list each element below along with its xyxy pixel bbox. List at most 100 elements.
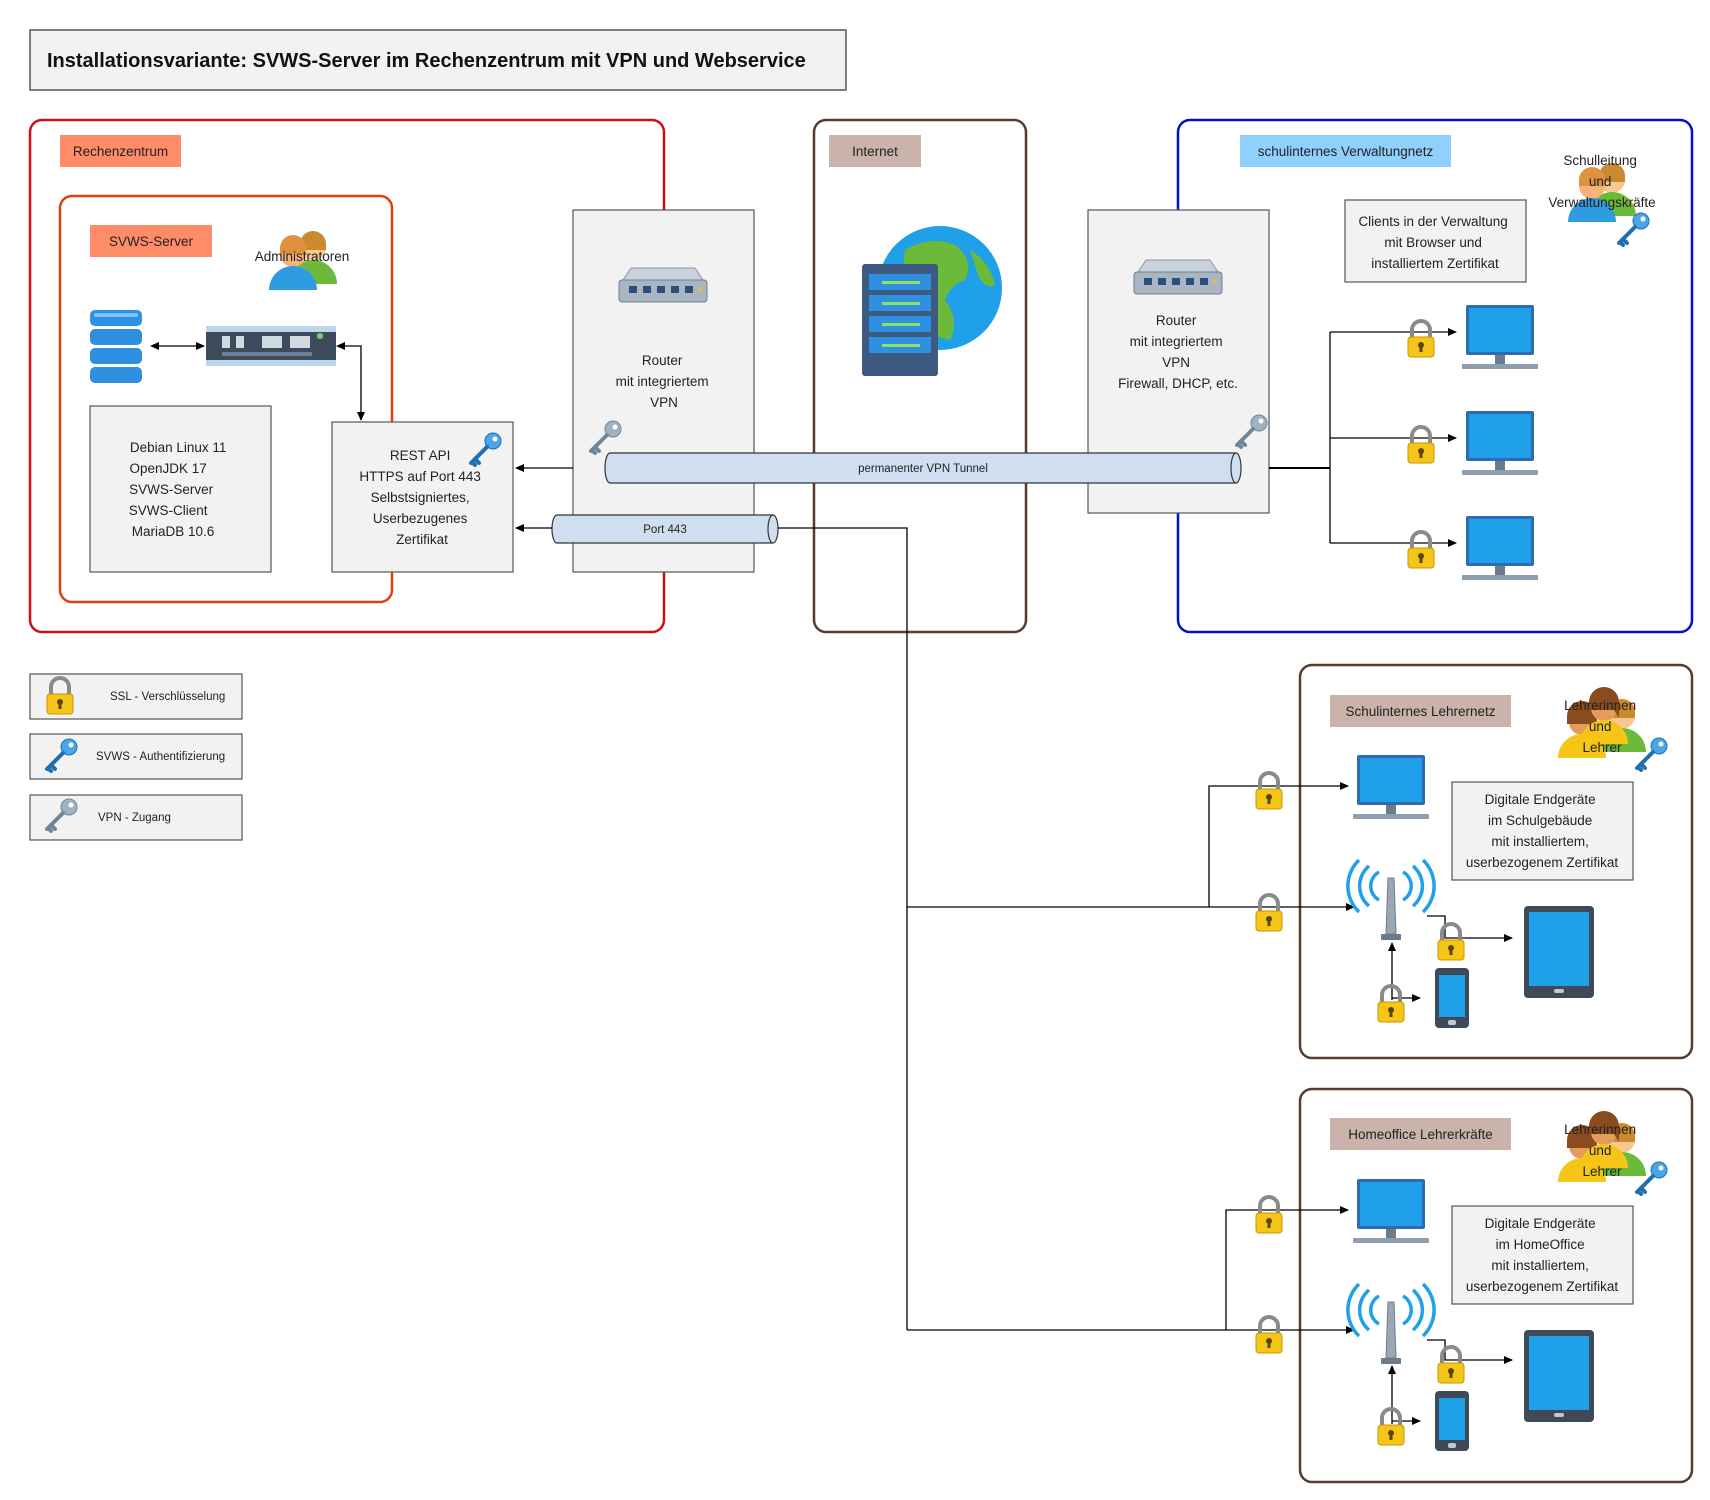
monitor-icon [1462, 411, 1538, 475]
legend-svws-label: SVWS - Authentifizierung [96, 751, 225, 763]
tablet-icon [1524, 906, 1594, 998]
monitor-icon [1462, 305, 1538, 369]
zone-label-internet: Internet [852, 144, 898, 159]
devices-school-line: im Schulgebäude [1488, 813, 1592, 828]
devices-home-box: Digitale Endgeräte im HomeOffice mit ins… [1451, 1205, 1634, 1305]
svg-text:REST API HTTPS auf Port: REST API HTTPS auf Port 443 Selbstsignie… [359, 448, 484, 547]
devices-school-line: Digitale Endgeräte [1485, 792, 1596, 807]
legend-vpn-label: VPN - Zugang [98, 812, 171, 824]
zone-internet: Internet [812, 118, 1028, 634]
clients-line: Clients in der Verwaltung [1358, 214, 1507, 229]
ssl-lock-icon [1254, 771, 1284, 811]
software-line: OpenJDK 17 [129, 461, 206, 476]
zone-label-verwaltungsnetz: schulinternes Verwaltungnetz [1258, 144, 1434, 159]
port-443-label: Port 443 [643, 524, 686, 536]
ssl-lock-icon [1254, 893, 1284, 933]
diagram-title: Installationsvariante: SVWS-Server im Re… [47, 50, 806, 72]
software-line: Debian Linux 11 [130, 440, 227, 455]
svg-text:Router mit integriertem: Router mit integriertem VPN [616, 353, 713, 410]
devices-home-line: im HomeOffice [1496, 1237, 1585, 1252]
restapi-line: HTTPS auf Port 443 [359, 469, 481, 484]
clients-verwaltung-box: Clients in der Verwaltung mit Browser un… [1344, 199, 1527, 283]
router-school-line: Router [1156, 313, 1197, 328]
monitor-icon [1353, 1179, 1429, 1243]
clients-line: mit Browser und [1384, 235, 1482, 250]
router-school-line: VPN [1162, 355, 1190, 370]
tablet-icon [1524, 1330, 1594, 1422]
zone-svws-server: SVWS-Server [58, 194, 394, 604]
devices-school-line: mit installiertem, [1491, 834, 1589, 849]
router-rz-line: Router [642, 353, 683, 368]
svws-auth-key-icon [1617, 211, 1651, 247]
router-rz-box: Router mit integriertem VPN [572, 209, 755, 573]
schulleitung-icon [1568, 163, 1636, 222]
schulleitung-label: Verwaltungskräfte [1548, 195, 1655, 210]
server-icon [206, 326, 336, 366]
port-443-tunnel: Port 443 [551, 514, 779, 544]
lehrer-home-label: Lehrer [1582, 1164, 1622, 1179]
vpn-tunnel: permanenter VPN Tunnel [604, 452, 1242, 484]
software-line: SVWS-Client [129, 503, 208, 518]
legend-vpn: VPN - Zugang [29, 794, 243, 841]
ssl-lock-icon [1436, 922, 1466, 962]
router-school-line: mit integriertem [1130, 334, 1223, 349]
legend-svws: SVWS - Authentifizierung [29, 733, 243, 780]
internet-trunk-line [778, 527, 908, 1330]
zone-rechenzentrum: Rechenzentrum [28, 118, 666, 634]
software-line: MariaDB 10.6 [132, 524, 215, 539]
lehrer-label: Lehrer [1582, 740, 1622, 755]
monitor-icon [1462, 516, 1538, 580]
svg-text:Lehrerinnen und Lehrer: Lehrerinnen und Lehrer [1564, 698, 1640, 755]
ssl-lock-icon [1436, 1345, 1466, 1385]
schulleitung-label: und [1589, 174, 1612, 189]
svg-text:Debian Linux 11 OpenJDK: Debian Linux 11 OpenJDK 17 SVWS-Server S… [129, 440, 230, 539]
internet-globe-icon [862, 226, 1002, 376]
router-rz-line: VPN [650, 395, 678, 410]
devices-school-box: Digitale Endgeräte im Schulgebäude mit i… [1451, 781, 1634, 881]
vpn-tunnel-label: permanenter VPN Tunnel [858, 463, 988, 475]
zone-lehrernetz: Schulinternes Lehrernetz [1298, 663, 1694, 1060]
rest-api-box: REST API HTTPS auf Port 443 Selbstsignie… [331, 421, 514, 573]
svg-text:Digitale Endgeräte im Sc: Digitale Endgeräte im Schulgebäude mit i… [1466, 792, 1619, 870]
lehrer-label: Lehrerinnen [1564, 698, 1636, 713]
restapi-line: Selbstsigniertes, [371, 490, 470, 505]
legend-ssl-label: SSL - Verschlüsselung [110, 691, 225, 703]
ssl-lock-icon [1254, 1195, 1284, 1235]
ssl-lock-icon [1406, 319, 1436, 359]
schulleitung-label: Schulleitung [1563, 153, 1637, 168]
clients-line: installiertem Zertifikat [1371, 256, 1499, 271]
ssl-lock-icon [1376, 1407, 1406, 1447]
lehrer-home-label: Lehrerinnen [1564, 1122, 1636, 1137]
wifi-access-point-icon [1346, 858, 1436, 942]
zone-label-svws-server: SVWS-Server [109, 234, 194, 249]
database-icon [90, 310, 142, 383]
software-line: SVWS-Server [129, 482, 214, 497]
router-school-icon [1133, 259, 1223, 295]
ssl-lock-icon [1254, 1315, 1284, 1355]
devices-home-line: userbezogenem Zertifikat [1466, 1279, 1619, 1294]
ssl-lock-icon [1376, 984, 1406, 1024]
svg-text:Lehrerinnen und Lehrer: Lehrerinnen und Lehrer [1564, 1122, 1640, 1179]
admins-label: Administratoren [255, 249, 350, 264]
title-box: Installationsvariante: SVWS-Server im Re… [29, 29, 847, 91]
svg-text:Digitale Endgeräte im Ho: Digitale Endgeräte im HomeOffice mit ins… [1466, 1216, 1619, 1294]
ssl-lock-icon [1406, 425, 1436, 465]
restapi-line: Userbezugenes [373, 511, 468, 526]
software-box: Debian Linux 11 OpenJDK 17 SVWS-Server S… [89, 405, 272, 573]
router-school-line: Firewall, DHCP, etc. [1118, 376, 1238, 391]
restapi-line: Zertifikat [396, 532, 448, 547]
devices-school-line: userbezogenem Zertifikat [1466, 855, 1619, 870]
router-rz-icon [618, 267, 708, 303]
svg-text:Schulleitung und Verwa: Schulleitung und Verwaltungskräfte [1548, 153, 1655, 210]
devices-home-line: mit installiertem, [1491, 1258, 1589, 1273]
wifi-access-point-icon [1346, 1282, 1436, 1366]
zone-verwaltungsnetz: schulinternes Verwaltungnetz [1176, 118, 1694, 634]
router-rz-line: mit integriertem [616, 374, 709, 389]
devices-home-line: Digitale Endgeräte [1485, 1216, 1596, 1231]
smartphone-icon [1435, 1391, 1469, 1451]
ssl-lock-icon [1406, 530, 1436, 570]
lehrer-home-label: und [1589, 1143, 1612, 1158]
svg-text:Clients in der Verwaltung: Clients in der Verwaltung mit Browser un… [1358, 214, 1511, 271]
zone-homeoffice: Homeoffice Lehrerkräfte [1298, 1087, 1694, 1484]
